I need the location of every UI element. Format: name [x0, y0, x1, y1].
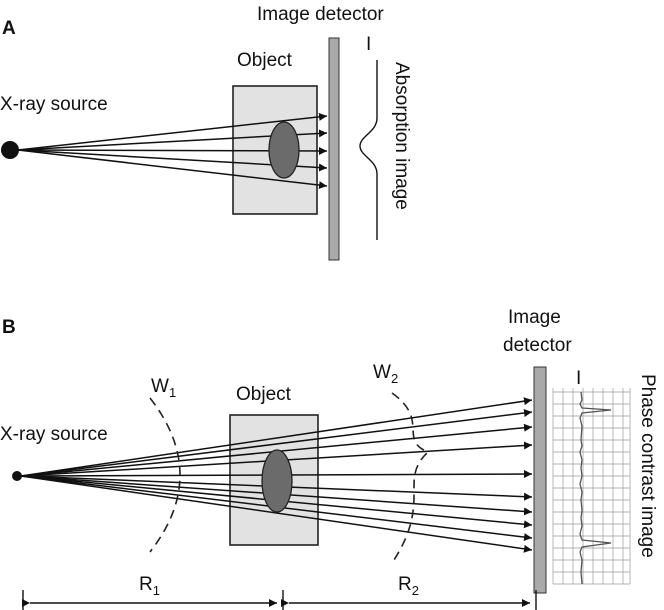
- panel-a: A X-ray source Object Image detector I A…: [0, 4, 412, 261]
- panel-b-distance-1-label: R1: [139, 574, 160, 598]
- panel-b-wavefront-1: [149, 397, 181, 553]
- panel-a-object-feature: [268, 121, 300, 179]
- panel-b-image-label: Phase contrast image: [637, 374, 658, 558]
- panel-b: B X-ray source Object W1 W2 Image detect…: [0, 307, 658, 610]
- panel-a-source-label: X-ray source: [0, 94, 108, 115]
- panel-a-xray-source: [1, 141, 19, 159]
- panel-b-distance-markers: [22, 590, 537, 610]
- panel-b-intensity-label: I: [576, 368, 581, 389]
- panel-a-detector-label: Image detector: [257, 4, 384, 25]
- ray: [17, 112, 328, 151]
- panel-b-wavefront-2: [391, 392, 430, 561]
- ray: [20, 475, 533, 553]
- panel-b-xray-source: [12, 471, 22, 481]
- ray: [20, 409, 533, 477]
- ray: [20, 397, 533, 477]
- panel-b-wavefront-2-label: W2: [373, 362, 398, 386]
- panel-a-object-label: Object: [237, 50, 293, 71]
- panel-b-label: B: [2, 317, 16, 338]
- panel-b-wavefront-1-label: W1: [151, 376, 176, 400]
- panel-a-image-label: Absorption image: [391, 62, 412, 210]
- panel-b-detector-label-line2: detector: [503, 335, 572, 356]
- panel-b-source-label: X-ray source: [0, 424, 108, 445]
- panel-b-distance-2-label: R2: [398, 574, 419, 598]
- ray: [17, 149, 328, 190]
- panel-b-object-feature: [261, 449, 293, 513]
- panel-a-image-detector: [328, 37, 340, 261]
- panel-b-phase-contrast-profile: [579, 391, 612, 585]
- panel-a-absorption-profile: [359, 60, 378, 240]
- panel-b-image-grid: [552, 388, 631, 585]
- panel-b-image-detector: [533, 366, 547, 594]
- panel-b-detector-label-line1: Image: [508, 307, 561, 328]
- panel-b-object-label: Object: [236, 384, 292, 405]
- panel-a-intensity-label: I: [366, 34, 371, 55]
- panel-a-label: A: [2, 18, 16, 39]
